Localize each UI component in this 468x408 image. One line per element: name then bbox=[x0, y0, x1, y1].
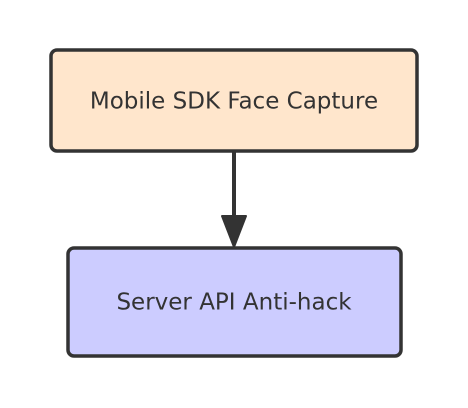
node-mobile-sdk: Mobile SDK Face Capture bbox=[49, 48, 419, 153]
node-server-api-label: Server API Anti-hack bbox=[116, 290, 352, 316]
node-mobile-sdk-label: Mobile SDK Face Capture bbox=[90, 89, 378, 115]
node-server-api-box bbox=[66, 246, 403, 358]
node-server-api: Server API Anti-hack bbox=[66, 246, 403, 358]
node-mobile-sdk-box bbox=[49, 48, 419, 153]
arrowhead-icon bbox=[221, 215, 247, 248]
edge-mobile-sdk-to-server-api bbox=[221, 151, 247, 248]
